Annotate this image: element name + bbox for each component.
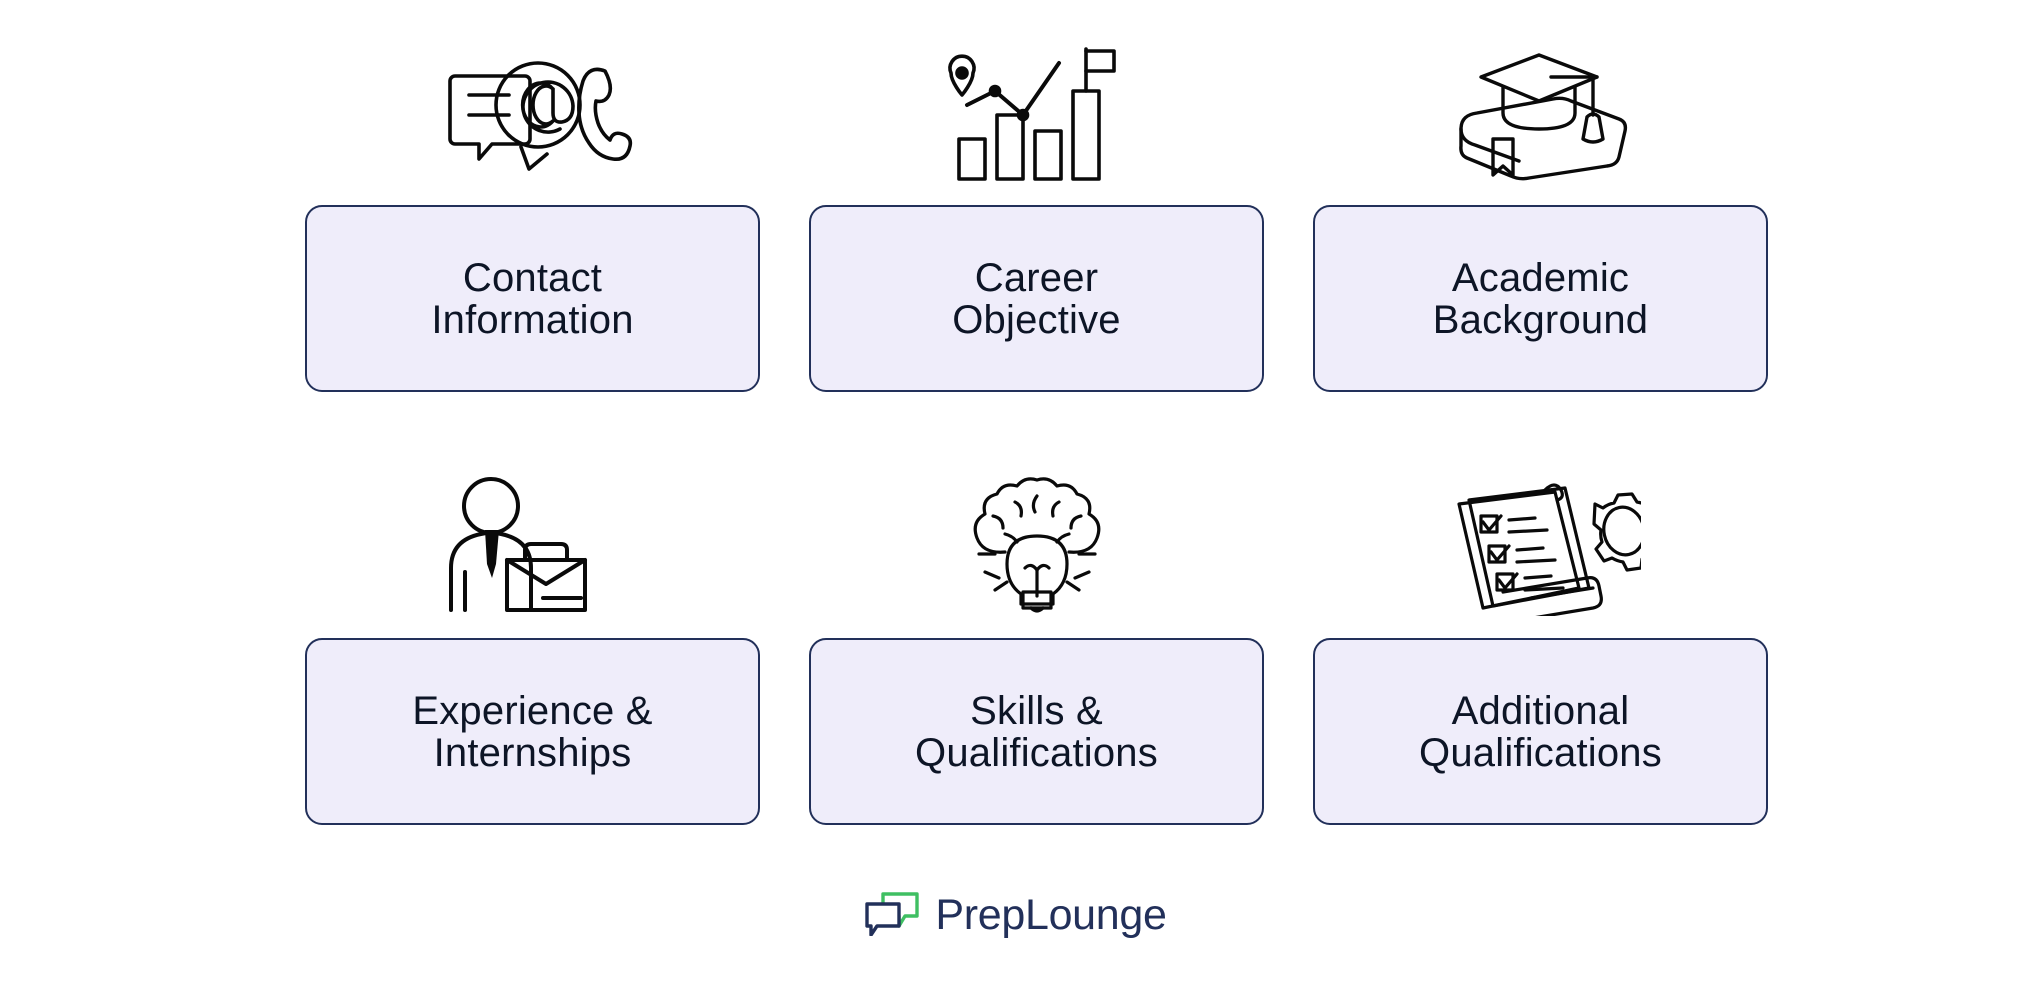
section-card[interactable]: Contact Information bbox=[305, 205, 760, 392]
section-label: Career Objective bbox=[952, 255, 1121, 342]
section-label: Experience & Internships bbox=[412, 688, 653, 775]
checklist-gear-icon bbox=[1313, 453, 1768, 638]
section-contact-information[interactable]: Contact Information bbox=[305, 20, 760, 453]
speech-bubbles-logo-icon bbox=[863, 890, 921, 941]
section-label: Contact Information bbox=[431, 255, 634, 342]
growth-chart-goal-icon bbox=[809, 20, 1264, 205]
section-card[interactable]: Career Objective bbox=[809, 205, 1264, 392]
section-card[interactable]: Additional Qualifications bbox=[1313, 638, 1768, 825]
sections-grid: Contact Information bbox=[305, 20, 1768, 886]
section-additional-qualifications[interactable]: Additional Qualifications bbox=[1313, 453, 1768, 886]
brain-lightbulb-icon bbox=[809, 453, 1264, 638]
section-label: Skills & Qualifications bbox=[915, 688, 1158, 775]
section-academic-background[interactable]: Academic Background bbox=[1313, 20, 1768, 453]
footer-branding: PrepLounge bbox=[0, 890, 2030, 941]
section-card[interactable]: Skills & Qualifications bbox=[809, 638, 1264, 825]
section-card[interactable]: Academic Background bbox=[1313, 205, 1768, 392]
section-experience-internships[interactable]: Experience & Internships bbox=[305, 453, 760, 886]
email-phone-contact-icon bbox=[305, 20, 760, 205]
section-label: Additional Qualifications bbox=[1419, 688, 1662, 775]
brand-name: PrepLounge bbox=[935, 891, 1167, 939]
section-skills-qualifications[interactable]: Skills & Qualifications bbox=[809, 453, 1264, 886]
section-career-objective[interactable]: Career Objective bbox=[809, 20, 1264, 453]
section-label: Academic Background bbox=[1432, 255, 1649, 342]
graduation-cap-book-icon bbox=[1313, 20, 1768, 205]
section-card[interactable]: Experience & Internships bbox=[305, 638, 760, 825]
businessperson-briefcase-icon bbox=[305, 453, 760, 638]
